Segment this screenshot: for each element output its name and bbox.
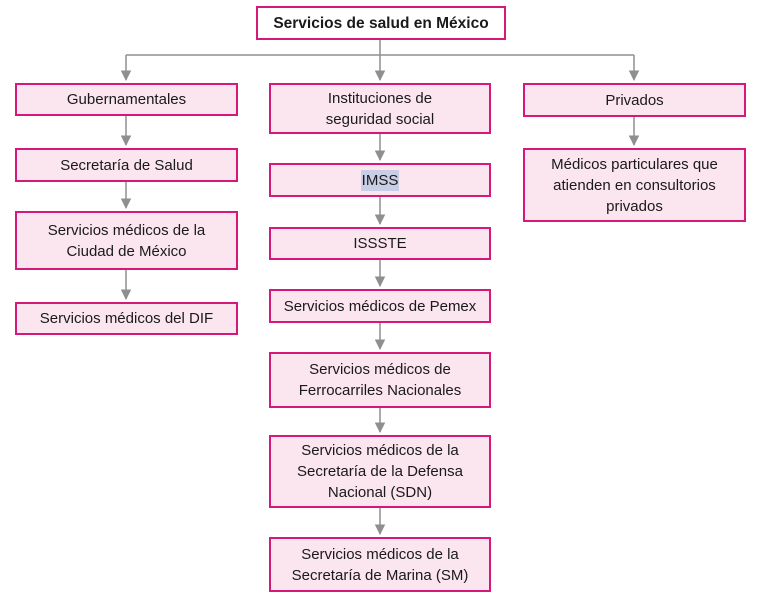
root-node: Servicios de salud en México — [256, 6, 506, 40]
node-servicios-medicos-sm: Servicios médicos de la Secretaría de Ma… — [269, 537, 491, 592]
node-label: Gubernamentales — [66, 91, 187, 108]
node-imss: IMSS — [269, 163, 491, 197]
node-servicios-medicos-sdn: Servicios médicos de la Secretaría de la… — [269, 435, 491, 508]
node-label: IMSS — [360, 169, 400, 191]
node-label-line: Instituciones de — [327, 89, 433, 107]
node-label: Servicios médicos del DIF — [39, 310, 214, 327]
node-label-line: Nacional (SDN) — [327, 484, 433, 501]
node-label-line: Servicios médicos de — [309, 361, 451, 378]
node-servicios-medicos-dif: Servicios médicos del DIF — [15, 302, 238, 335]
node-servicios-medicos-cdmx: Servicios médicos de la Ciudad de México — [15, 211, 238, 270]
node-label: Privados — [605, 91, 664, 109]
node-label-line: Servicios médicos de la — [301, 545, 459, 563]
node-servicios-medicos-pemex: Servicios médicos de Pemex — [269, 289, 491, 323]
root-label: Servicios de salud en México — [273, 14, 489, 32]
node-label-line: Secretaría de la Defensa — [297, 463, 463, 480]
node-issste: ISSSTE — [269, 227, 491, 260]
node-label-line: Médicos particulares que — [551, 155, 718, 173]
node-gubernamentales: Gubernamentales — [15, 83, 238, 116]
node-label-line: Secretaría de Marina (SM) — [291, 566, 469, 584]
node-label-line: seguridad social — [325, 110, 435, 128]
node-label-line: atienden en consultorios — [553, 176, 716, 194]
node-instituciones-seguridad-social: Instituciones de seguridad social — [269, 83, 491, 134]
node-label: Servicios médicos de Pemex — [283, 297, 477, 315]
node-label: ISSSTE — [353, 235, 407, 252]
node-privados: Privados — [523, 83, 746, 117]
node-label-line: Ciudad de México — [66, 242, 187, 260]
node-secretaria-de-salud: Secretaría de Salud — [15, 148, 238, 182]
node-label-line: Ferrocarriles Nacionales — [298, 382, 462, 399]
node-label: Secretaría de Salud — [60, 156, 193, 174]
node-servicios-medicos-ferrocarriles: Servicios médicos de Ferrocarriles Nacio… — [269, 352, 491, 408]
node-medicos-particulares: Médicos particulares que atienden en con… — [523, 148, 746, 222]
node-label-line: Servicios médicos de la — [301, 442, 459, 459]
node-label-line: privados — [606, 197, 663, 215]
node-label-line: Servicios médicos de la — [47, 221, 206, 239]
